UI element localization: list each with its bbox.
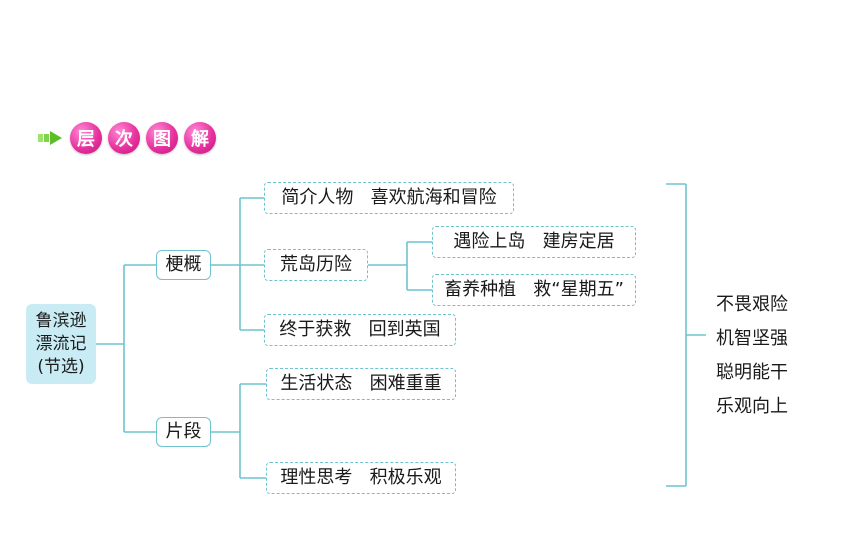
summary-line-3: 聪明能干 xyxy=(716,362,788,383)
header-badge-3: 图 xyxy=(146,122,178,154)
header-badge-4: 解 xyxy=(184,122,216,154)
root-line-3: (节选) xyxy=(37,356,85,377)
root-line-1: 鲁滨逊 xyxy=(35,310,87,331)
arrow-right-icon xyxy=(38,131,62,145)
node-intro: 简介人物 喜欢航海和冒险 xyxy=(264,182,514,214)
header-badge-1: 层 xyxy=(70,122,102,154)
root-line-2: 漂流记 xyxy=(35,333,87,354)
node-life: 生活状态 困难重重 xyxy=(266,368,456,400)
root-node: 鲁滨逊 漂流记 (节选) xyxy=(26,304,96,384)
summary-line-4: 乐观向上 xyxy=(716,396,788,417)
summary-line-1: 不畏艰险 xyxy=(716,294,788,315)
branch-pianduan: 片段 xyxy=(156,417,211,447)
node-island: 荒岛历险 xyxy=(264,249,368,281)
branch-gaikuo: 梗概 xyxy=(156,250,211,280)
node-island-b: 畜养种植 救“星期五” xyxy=(432,274,636,306)
summary-traits: 不畏艰险 机智坚强 聪明能干 乐观向上 xyxy=(716,288,788,424)
summary-line-2: 机智坚强 xyxy=(716,328,788,349)
node-rescued: 终于获救 回到英国 xyxy=(264,314,456,346)
node-think: 理性思考 积极乐观 xyxy=(266,462,456,494)
node-island-a: 遇险上岛 建房定居 xyxy=(432,226,636,258)
header-badge-2: 次 xyxy=(108,122,140,154)
